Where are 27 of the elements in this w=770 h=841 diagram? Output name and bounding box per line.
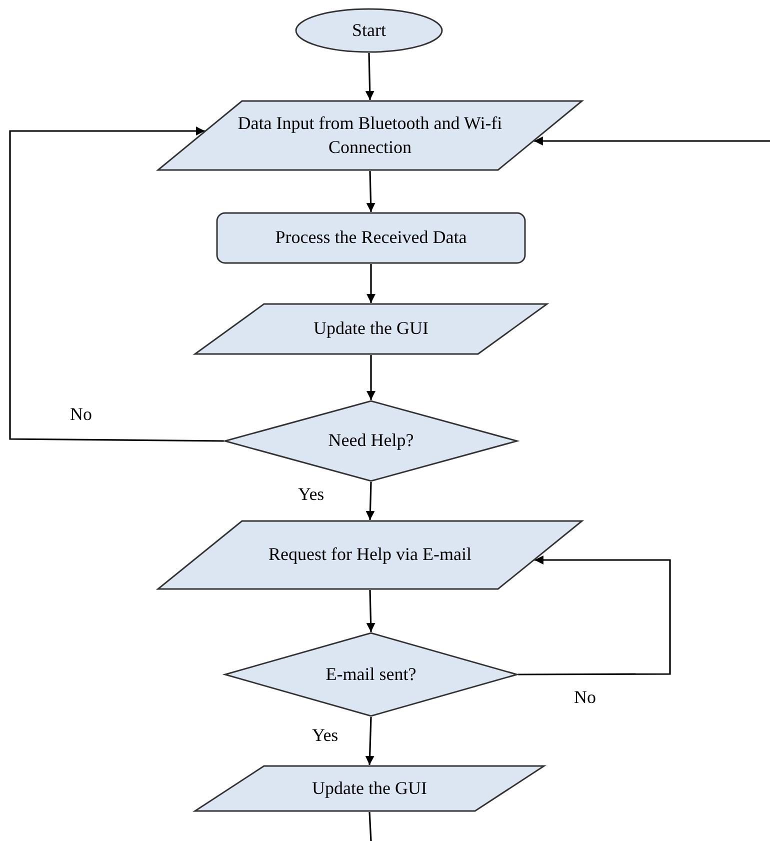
decision-diamond: [224, 632, 518, 717]
arrow: [366, 170, 376, 212]
input-output-parallelogram: [157, 520, 583, 590]
node-text: Update the GUI: [312, 776, 427, 800]
input-output-parallelogram: [157, 100, 583, 171]
decision-diamond: [224, 400, 518, 482]
node-text: E-mail sent?: [326, 662, 416, 686]
input-output-parallelogram: [194, 765, 545, 812]
arrow: [366, 355, 376, 400]
process-box: [216, 212, 526, 264]
arrow: [366, 590, 376, 632]
arrow: [518, 556, 671, 676]
node-text: Process the Received Data: [275, 226, 467, 250]
arrow: [366, 264, 376, 303]
arrow: [365, 52, 374, 100]
arrow: [534, 136, 770, 146]
input-output-parallelogram: [194, 303, 548, 355]
start-terminator: [295, 8, 443, 53]
node-text: Data Input from Bluetooth and Wi-fi Connection: [236, 112, 504, 158]
arrow: [365, 716, 374, 766]
node-text: Request for Help via E-mail: [268, 543, 472, 566]
node-text: Start: [352, 18, 386, 42]
arrow: [9, 126, 224, 442]
node-text: Need Help?: [328, 429, 414, 452]
arrow: [366, 482, 375, 520]
connector-line: [368, 812, 372, 841]
node-text: Update the GUI: [314, 317, 428, 340]
